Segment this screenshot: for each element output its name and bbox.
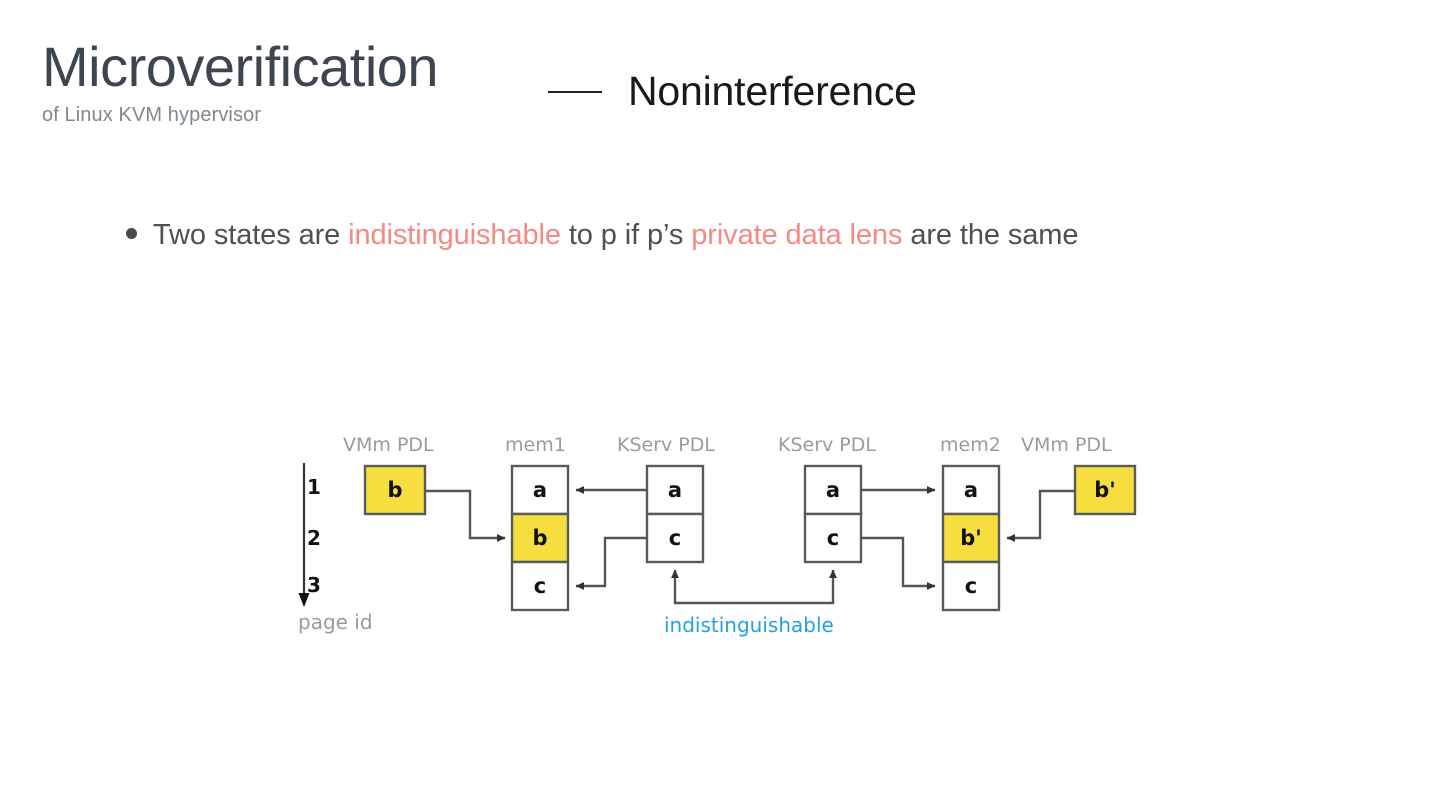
diagram-canvas: b a b c a c a c a: [298, 463, 1137, 612]
bullet-item: Two states are indistinguishable to p if…: [126, 219, 1078, 252]
cell-vmm-right-b: b': [1094, 478, 1115, 502]
label-kserv-pdl-right: KServ PDL: [778, 434, 876, 456]
label-mem1: mem1: [505, 434, 566, 456]
title-block: Microverification of Linux KVM hyperviso…: [42, 35, 439, 127]
cell-kserv-right-1: c: [827, 526, 839, 550]
box-vmm-pdl-left: b: [363, 464, 427, 516]
arrow-vmm-left-to-mem1: [425, 489, 506, 542]
bullet-text-part2: to p if p’s: [560, 219, 692, 251]
label-kserv-pdl-left: KServ PDL: [617, 434, 715, 456]
label-vmm-pdl-right: VMm PDL: [1021, 434, 1112, 456]
cell-kserv-left-0: a: [668, 478, 682, 502]
axis-tick-3: 3: [307, 573, 321, 597]
page-title: Microverification: [42, 35, 439, 98]
pdl-memory-diagram: VMm PDL mem1 KServ PDL KServ PDL mem2 VM…: [290, 425, 1160, 650]
indist-connector-line: [673, 601, 835, 605]
page-subtitle: of Linux KVM hypervisor: [42, 103, 262, 126]
arrow-vmm-right-to-mem2: [1006, 489, 1075, 542]
box-kserv-pdl-right: a c: [803, 464, 863, 564]
bullet-highlight-indistinguishable: indistinguishable: [348, 219, 561, 251]
bullet-text-part3: are the same: [902, 219, 1079, 251]
cell-mem1-0: a: [533, 478, 547, 502]
cell-mem2-0: a: [964, 478, 978, 502]
cell-mem2-2: c: [965, 574, 977, 598]
slide-header: Microverification of Linux KVM hyperviso…: [0, 0, 1440, 170]
bullet-dot-icon: [126, 228, 137, 239]
label-vmm-pdl-left: VMm PDL: [343, 434, 434, 456]
cell-kserv-left-1: c: [669, 526, 681, 550]
em-dash-rule: [548, 90, 602, 93]
cell-mem2-1: b': [960, 526, 981, 550]
label-mem2: mem2: [940, 434, 1001, 456]
arrow-kserv-left-c-to-mem1-c: [575, 536, 647, 590]
page-id-axis-arrow: [298, 463, 310, 607]
axis-tick-2: 2: [307, 526, 321, 550]
box-mem2: a b' c: [941, 464, 1001, 612]
axis-caption-page-id: page id: [298, 610, 373, 634]
box-mem1: a b c: [510, 464, 570, 612]
cell-vmm-left-b: b: [387, 478, 402, 502]
label-indistinguishable: indistinguishable: [664, 613, 834, 637]
section-heading: Noninterference: [548, 68, 917, 115]
bullet-highlight-private-data-lens: private data lens: [691, 219, 903, 251]
section-title: Noninterference: [628, 68, 917, 114]
cell-kserv-right-0: a: [826, 478, 840, 502]
box-vmm-pdl-right: b': [1073, 464, 1137, 516]
axis-tick-1: 1: [307, 475, 321, 499]
arrow-kserv-right-c-to-mem2-c: [861, 536, 936, 590]
box-kserv-pdl-left: a c: [645, 464, 705, 564]
bullet-text-part1: Two states are: [153, 219, 349, 251]
cell-mem1-1: b: [532, 526, 547, 550]
cell-mem1-2: c: [534, 574, 546, 598]
bullet-text: Two states are indistinguishable to p if…: [153, 219, 1078, 252]
